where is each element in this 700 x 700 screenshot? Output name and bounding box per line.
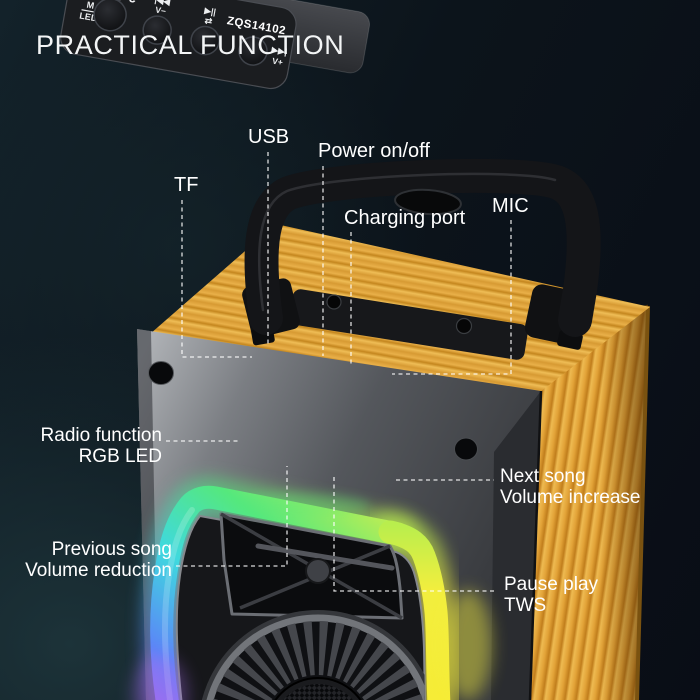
next-button xyxy=(238,36,268,66)
callout-leader-lines xyxy=(166,152,512,592)
rgb-led-strip xyxy=(150,485,410,700)
phase-plug xyxy=(305,558,331,584)
callout-next-song: Next song Volume increase xyxy=(500,466,680,508)
callout-usb: USB xyxy=(248,126,290,148)
handle-screw-icon xyxy=(326,294,342,310)
callout-power: Power on/off xyxy=(318,140,430,162)
callout-previous-line1: Previous song xyxy=(51,539,172,560)
speaker-grille xyxy=(198,610,425,700)
handle-grip-recess xyxy=(394,188,462,216)
callout-tf: TF xyxy=(174,174,199,196)
mode-button xyxy=(93,0,127,32)
callout-radio-line2: RGB LED xyxy=(78,446,162,467)
play-button xyxy=(190,25,220,56)
next-button-icon: ▶▶| xyxy=(270,44,288,57)
play-button-icon: ▶|| xyxy=(203,5,217,17)
callout-radio-line1: Radio function xyxy=(40,425,162,446)
prev-button-icon: |◀◀ xyxy=(154,0,172,7)
control-panel: SinG-e M LED |◀◀ V− ▶|| ⇄ ZQS14102 ▶▶| V… xyxy=(60,0,297,90)
callout-previous-line2: Volume reduction xyxy=(25,560,172,581)
page-title: PRACTICAL FUNCTION xyxy=(36,30,345,60)
callout-next-line1: Next song xyxy=(500,466,586,487)
mic-leader-line xyxy=(392,220,512,375)
front-panel-side-return xyxy=(491,391,541,700)
callout-previous-song: Previous song Volume reduction xyxy=(0,539,172,581)
prev-button xyxy=(142,15,172,45)
callout-pause-line2: TWS xyxy=(504,595,547,616)
handle-screw-icon xyxy=(455,317,473,335)
screw-hole-right xyxy=(454,437,478,461)
speaker-baffle xyxy=(132,477,492,700)
prev-button-sub: V− xyxy=(155,5,167,17)
callout-pause-play: Pause play TWS xyxy=(504,574,664,616)
callout-pause-line1: Pause play xyxy=(504,574,599,595)
tf-leader-line xyxy=(181,200,252,358)
callout-radio-function: Radio function RGB LED xyxy=(0,425,162,467)
callout-charging: Charging port xyxy=(344,207,466,229)
play-button-sub: ⇄ xyxy=(204,15,214,26)
cabinet-wood-side xyxy=(531,304,650,700)
callout-mic: MIC xyxy=(492,195,529,217)
pause-leader-line xyxy=(333,477,497,592)
screw-hole-left xyxy=(148,361,174,385)
callout-next-line2: Volume increase xyxy=(500,487,641,508)
next-button-sub: V+ xyxy=(271,56,283,68)
carry-handle xyxy=(242,158,601,360)
mode-button-label-top: M xyxy=(86,0,95,11)
rgb-led-strip xyxy=(378,520,451,700)
